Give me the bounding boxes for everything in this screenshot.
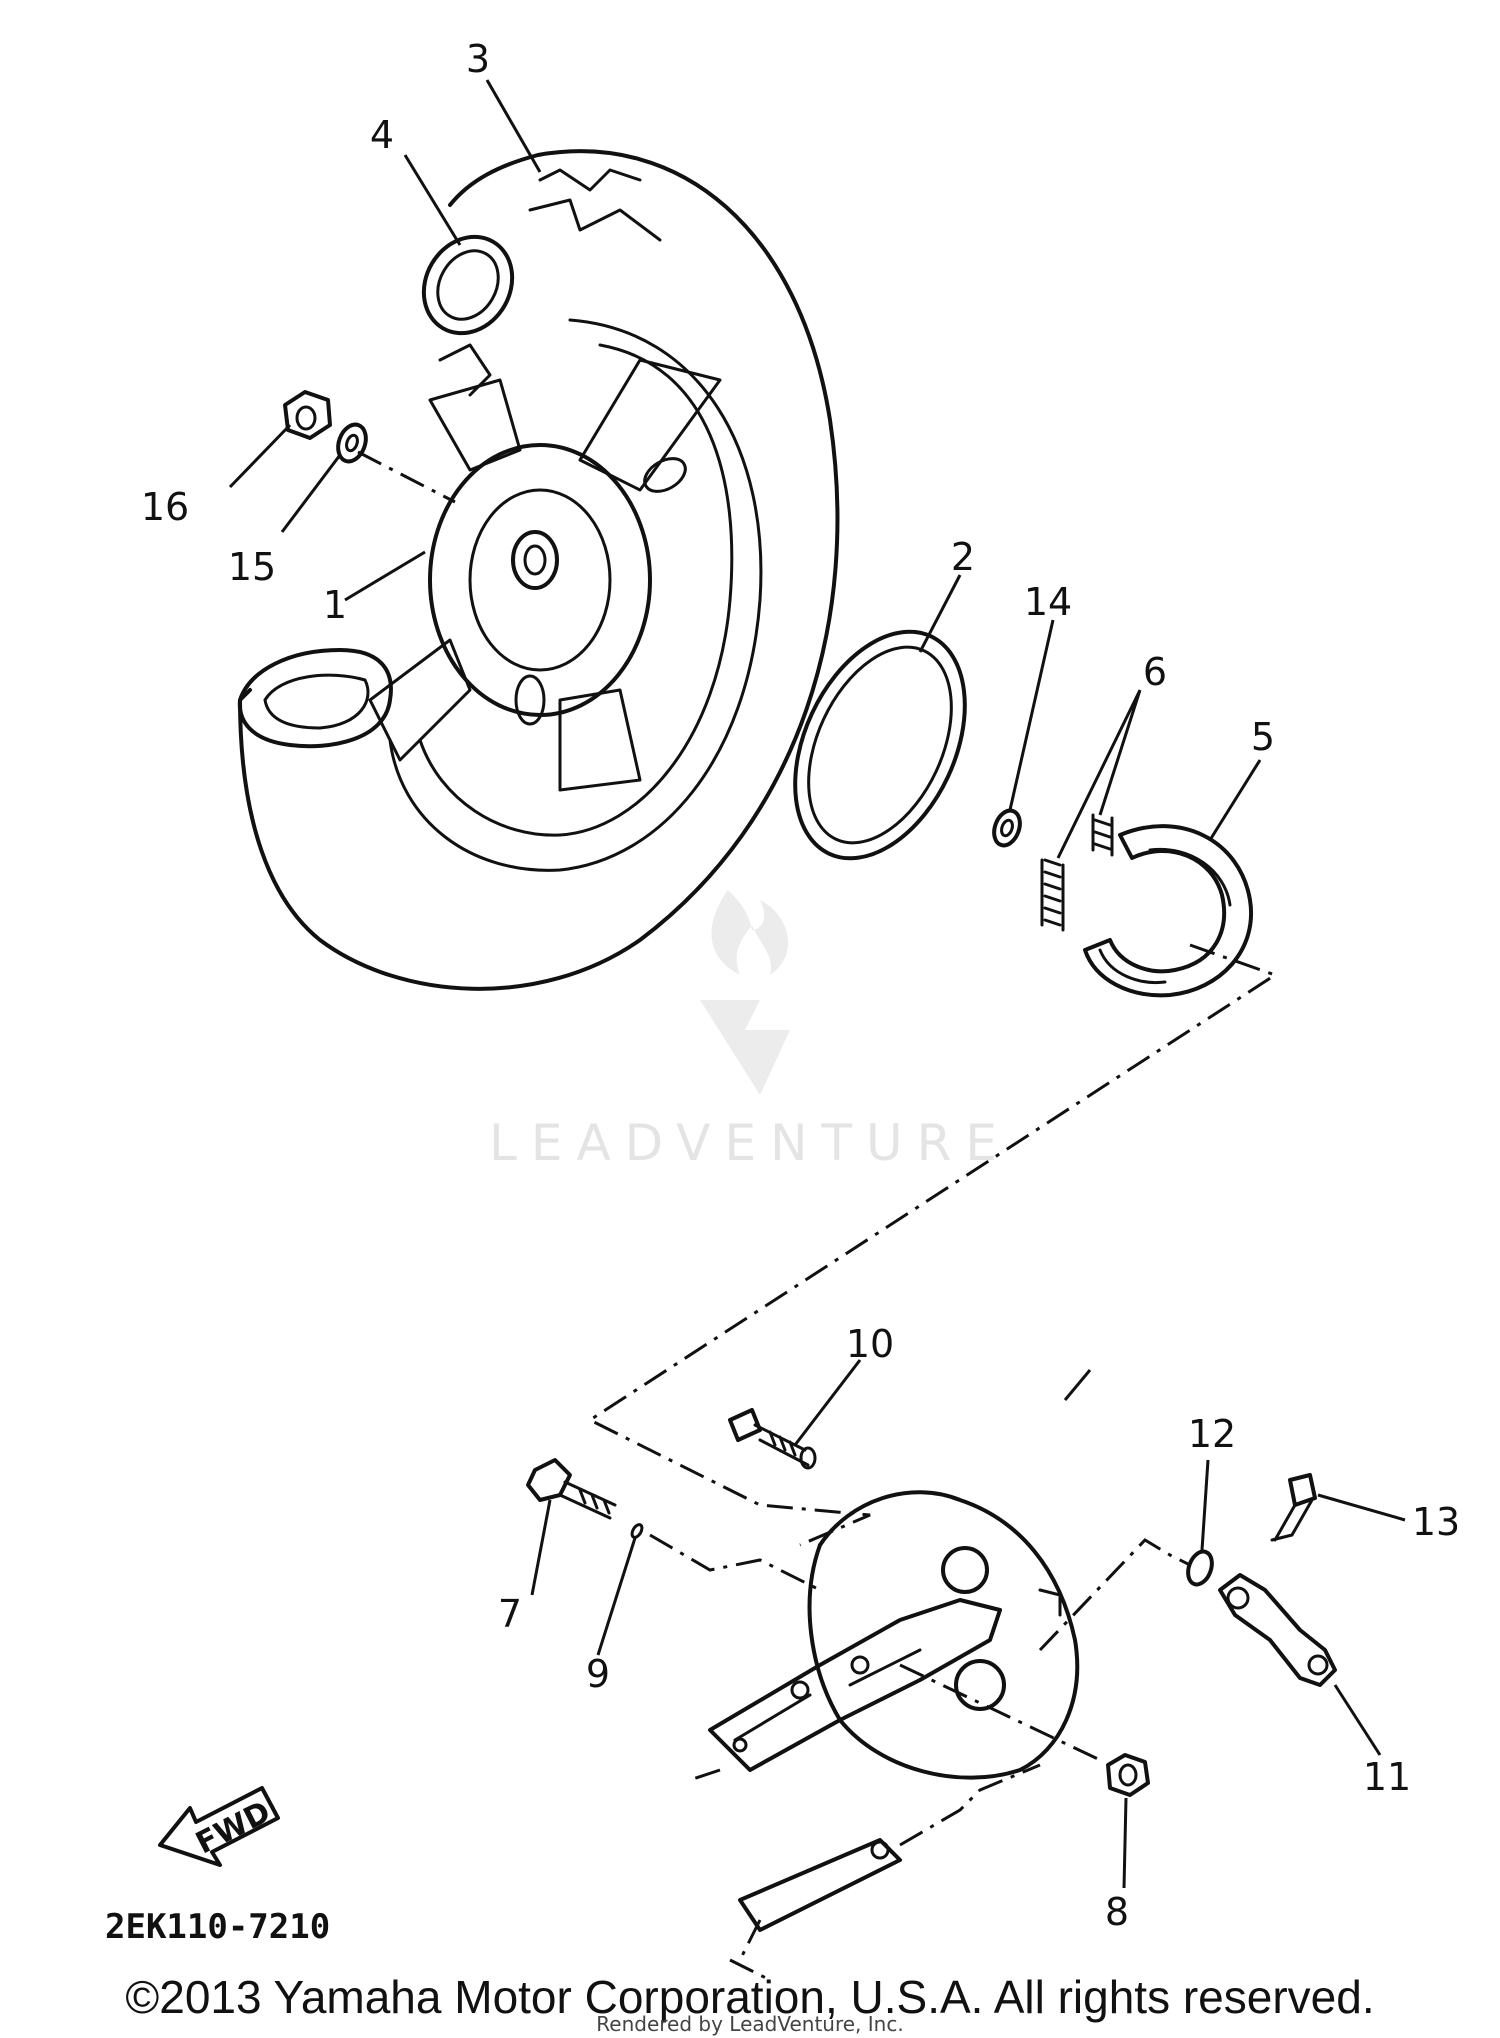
springs-6 — [1040, 813, 1114, 932]
callout-2: 2 — [951, 535, 975, 579]
callout-3: 3 — [466, 37, 490, 81]
callout-5: 5 — [1251, 715, 1275, 759]
washer-12 — [1186, 1549, 1214, 1587]
brake-drum-ring — [793, 629, 967, 861]
callout-1: 1 — [323, 583, 347, 627]
brake-arm-11 — [1218, 1573, 1337, 1687]
callout-4: 4 — [370, 113, 394, 157]
brake-panel — [807, 1490, 1080, 1780]
callout-13: 13 — [1412, 1500, 1460, 1544]
callout-14: 14 — [1024, 580, 1072, 624]
callout-15: 15 — [228, 545, 276, 589]
diagram-code: 2EK110-7210 — [105, 1907, 330, 1947]
fwd-arrow-icon: FWD — [158, 1786, 280, 1867]
washer-14 — [992, 808, 1022, 848]
callout-9: 9 — [586, 1652, 610, 1696]
leadventure-watermark: LEADVENTURE — [489, 890, 1011, 1172]
swing-arm — [689, 1598, 1041, 1982]
callout-12: 12 — [1188, 1412, 1236, 1456]
callout-11: 11 — [1363, 1755, 1411, 1799]
bolt-13 — [1270, 1473, 1317, 1542]
assembly-lines — [357, 450, 1279, 1762]
callout-16: 16 — [141, 485, 189, 529]
callout-10: 10 — [846, 1322, 894, 1366]
callout-7: 7 — [498, 1592, 522, 1636]
washer-15 — [336, 422, 368, 464]
nut-8 — [1106, 1753, 1150, 1797]
brake-shoe-5 — [1083, 824, 1254, 998]
nut-16 — [283, 390, 332, 440]
callout-8: 8 — [1105, 1890, 1129, 1934]
bolt-7 — [526, 1458, 617, 1520]
leader-lines — [228, 79, 1406, 1889]
callout-6: 6 — [1143, 650, 1167, 694]
pin-9 — [630, 1523, 644, 1539]
copyright-notice: ©2013 Yamaha Motor Corporation, U.S.A. A… — [125, 1971, 1375, 2023]
wheel-assembly — [237, 149, 840, 991]
watermark-text: LEADVENTURE — [489, 1114, 1011, 1172]
cam-shaft-10 — [728, 1408, 817, 1470]
rendered-by-notice: Rendered by LeadVenture, Inc. — [596, 2012, 904, 2036]
